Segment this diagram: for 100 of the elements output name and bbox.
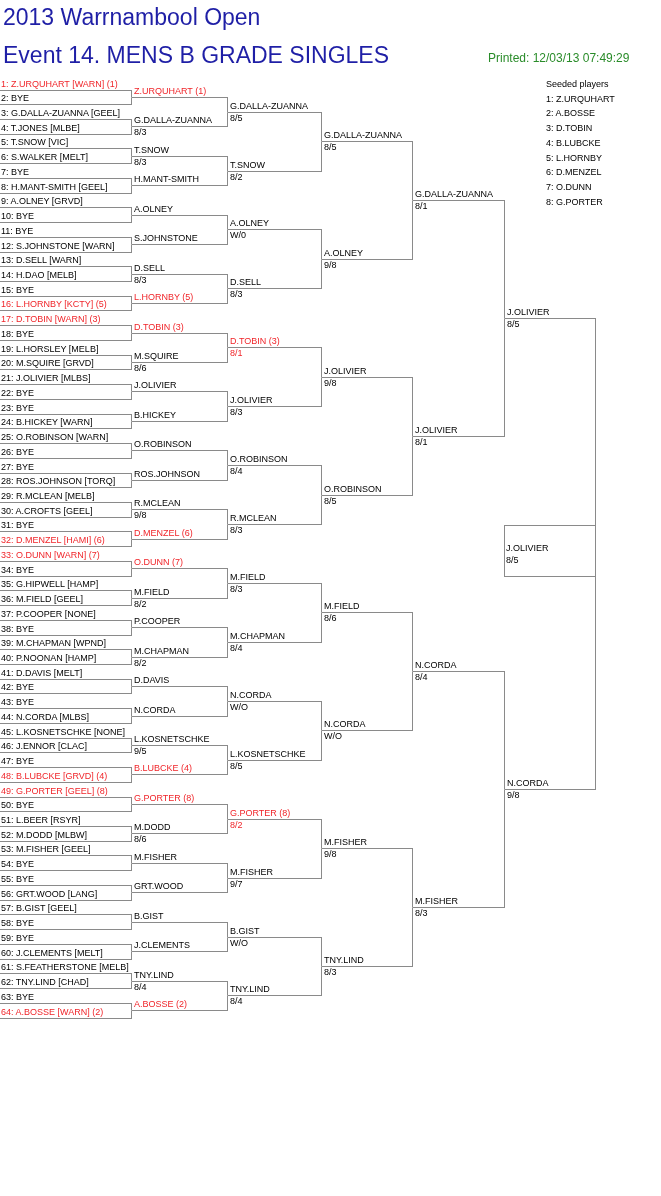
- player-name: 12: S.JOHNSTONE [WARN]: [0, 240, 115, 252]
- bracket-connector: [227, 288, 228, 304]
- bracket-slot: [132, 880, 228, 893]
- player-name: Z.URQUHART (1): [133, 85, 207, 97]
- player-name: 15: BYE: [0, 284, 35, 296]
- player-name: 47: BYE: [0, 755, 35, 767]
- bracket-connector: [321, 141, 322, 172]
- match-score: 8/3: [414, 908, 428, 919]
- bracket-connector: [131, 480, 132, 488]
- player-name: 11: BYE: [0, 225, 34, 237]
- player-name: 44: N.CORDA [MLBS]: [0, 711, 90, 723]
- bracket-connector: [227, 981, 228, 996]
- player-name: 40: P.NOONAN [HAMP]: [0, 652, 97, 664]
- bracket-connector: [131, 774, 132, 783]
- event-heading: Event 14. MENS B GRADE SINGLES: [3, 42, 390, 68]
- player-name: G.DALLA-ZUANNA: [229, 100, 309, 112]
- player-name: 17: D.TOBIN [WARN] (3): [0, 313, 101, 325]
- bracket-connector: [227, 97, 228, 113]
- match-score: 8/3: [133, 157, 147, 168]
- seed-list-item: 4: B.LUBCKE: [546, 136, 601, 150]
- bracket-connector: [131, 473, 132, 481]
- match-score: 9/8: [323, 260, 337, 271]
- bracket-connector: [227, 922, 228, 938]
- bracket-connector: [227, 509, 228, 525]
- bracket-connector: [321, 701, 322, 731]
- bracket-connector: [227, 229, 228, 245]
- bracket-slot: [322, 129, 413, 153]
- bracket-slot: [132, 969, 228, 993]
- bracket-connector: [131, 627, 132, 636]
- player-name: M.FISHER: [414, 895, 458, 907]
- bracket-connector: [131, 443, 132, 451]
- bracket-slot: [0, 739, 132, 753]
- bracket-connector: [412, 200, 413, 260]
- bracket-connector: [227, 937, 228, 952]
- match-score: 9/5: [133, 746, 147, 757]
- bracket-connector: [131, 414, 132, 422]
- bracket-slot: [228, 748, 322, 772]
- bracket-connector: [131, 649, 132, 658]
- bracket-connector: [131, 981, 132, 989]
- player-name: 64: A.BOSSE [WARN] (2): [0, 1006, 104, 1018]
- player-name: M.FISHER: [323, 836, 367, 848]
- bracket-connector: [131, 598, 132, 606]
- bracket-connector: [227, 465, 228, 481]
- bracket-connector: [504, 671, 505, 790]
- match-score: 8/1: [229, 348, 243, 359]
- match-score: W/O: [229, 938, 248, 949]
- bracket-slot: [132, 851, 228, 864]
- bracket-connector: [321, 229, 322, 260]
- bracket-connector: [227, 333, 228, 348]
- player-name: J.OLIVIER: [323, 365, 367, 377]
- player-name: 25: O.ROBINSON [WARN]: [0, 431, 109, 443]
- bracket-slot: [132, 262, 228, 286]
- bracket-connector: [131, 237, 132, 245]
- bracket-slot: [132, 379, 228, 392]
- bracket-connector: [227, 863, 228, 879]
- player-name: M.FISHER: [229, 866, 273, 878]
- match-score: 8/6: [133, 834, 147, 845]
- player-name: 22: BYE: [0, 387, 35, 399]
- bracket-connector: [412, 848, 413, 908]
- player-name: 48: B.LUBCKE [GRVD] (4): [0, 770, 108, 782]
- bracket-connector: [321, 347, 322, 378]
- bracket-connector: [131, 421, 132, 429]
- player-name: G.DALLA-ZUANNA: [414, 188, 494, 200]
- bracket-slot: [132, 615, 228, 628]
- bracket-connector: [131, 708, 132, 717]
- player-name: 50: BYE: [0, 799, 35, 811]
- match-score: W/0: [229, 230, 246, 241]
- bracket-connector: [131, 119, 132, 127]
- bracket-connector: [504, 318, 505, 437]
- player-name: 13: D.SELL [WARN]: [0, 254, 82, 266]
- player-name: D.MENZEL (6): [133, 527, 193, 539]
- bracket-slot: [132, 939, 228, 952]
- bracket-slot: [322, 718, 413, 742]
- player-name: 20: M.SQUIRE [GRVD]: [0, 357, 94, 369]
- player-name: D.SELL: [229, 276, 262, 288]
- bracket-slot: [322, 483, 413, 507]
- player-name: 39: M.CHAPMAN [WPND]: [0, 637, 106, 649]
- bracket-slot: [228, 689, 322, 713]
- bracket-slot: [413, 895, 505, 919]
- bracket-connector: [131, 266, 132, 275]
- player-name: 21: J.OLIVIER [MLBS]: [0, 372, 91, 384]
- match-score: 8/3: [229, 584, 243, 595]
- bracket-connector: [131, 804, 132, 812]
- player-name: 60: J.CLEMENTS [MELT]: [0, 947, 103, 959]
- bracket-connector: [131, 568, 132, 577]
- player-name: 46: J.ENNOR [CLAC]: [0, 740, 88, 752]
- player-name: GRT.WOOD: [133, 880, 184, 892]
- bracket-connector: [131, 657, 132, 665]
- match-score: 8/3: [229, 407, 243, 418]
- bracket-connector: [131, 296, 132, 304]
- player-name: 42: BYE: [0, 681, 35, 693]
- bracket-connector: [131, 178, 132, 186]
- bracket-slot: [228, 983, 322, 1007]
- player-name: 61: S.FEATHERSTONE [MELB]: [0, 961, 129, 973]
- match-score: 9/7: [229, 879, 243, 890]
- bracket-connector: [131, 892, 132, 901]
- player-name: M.CHAPMAN: [133, 645, 189, 657]
- player-name: 32: D.MENZEL [HAMI] (6): [0, 534, 105, 546]
- player-name: 62: TNY.LIND [CHAD]: [0, 976, 89, 988]
- player-name: 19: L.HORSLEY [MELB]: [0, 343, 99, 355]
